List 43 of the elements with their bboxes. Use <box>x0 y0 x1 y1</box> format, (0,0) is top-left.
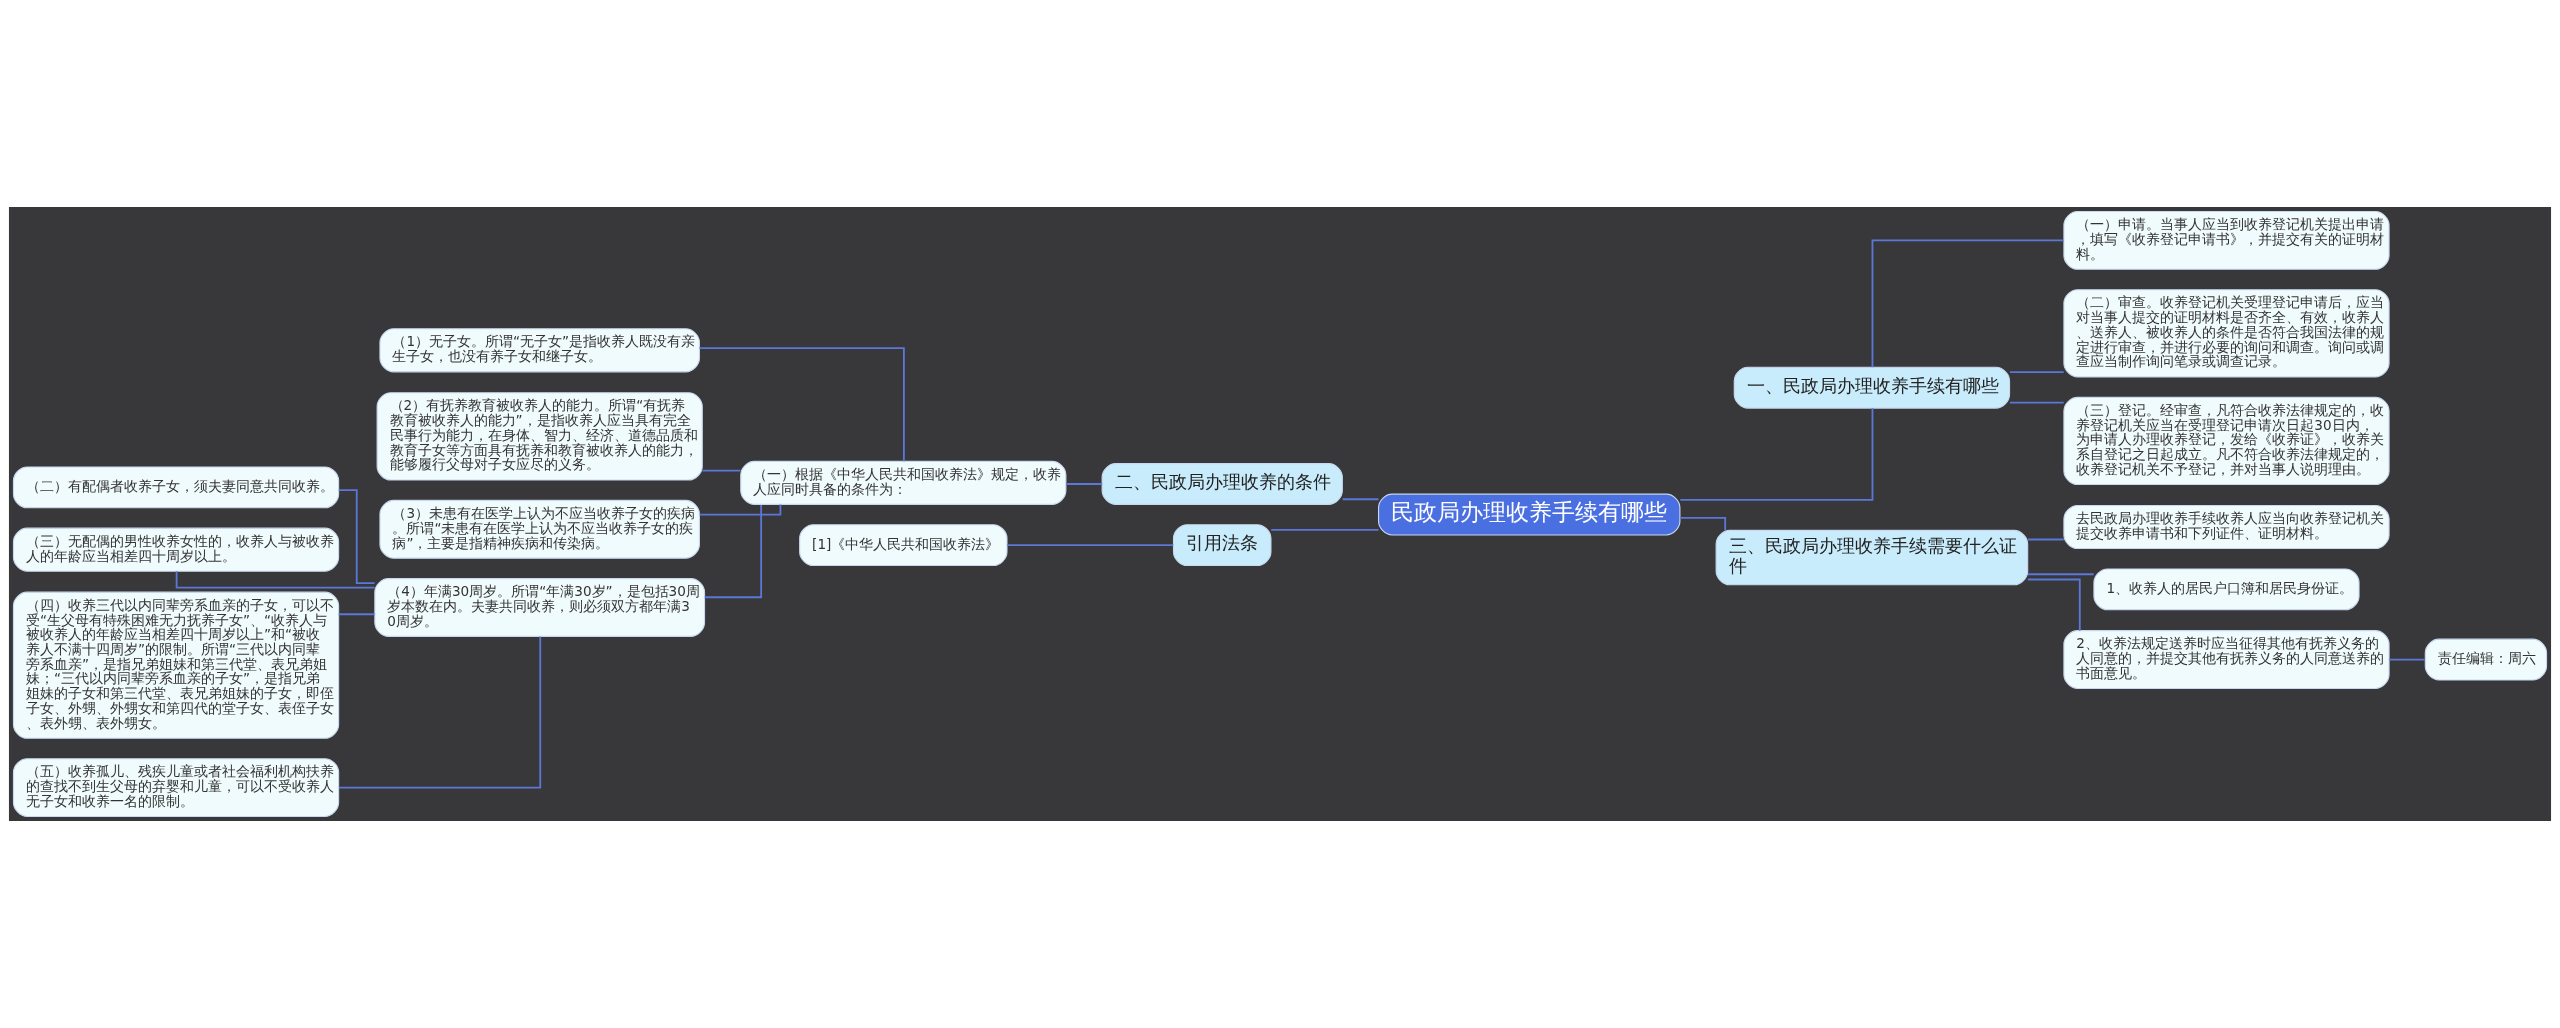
connector <box>701 469 742 472</box>
node-box: （二）审查。收养登记机关受理登记申请后，应当对当事人提交的证明材料是否齐全、有效，收养人、送养人、被收养人的条件是否符合我国法律的规定进行审查，并进行必要的询问和调查。询问或调查应当制作询问笔录或调查记录。 <box>2063 289 2390 378</box>
node-box: 责任编辑：周六 <box>2424 638 2548 681</box>
connector <box>1341 498 1380 501</box>
node-box: （三）无配偶的男性收养女性的，收养人与被收养人的年龄应当相差四十周岁以上。 <box>12 527 340 572</box>
node-box: （五）收养孤儿、残疾儿童或者社会福利机构扶养的查找不到生父母的弃婴和儿童，可以不受收养人无子女和收养一名的限制。 <box>12 758 340 818</box>
node-box: （3）未患有在医学上认为不应当收养子女的疾病。所谓“未患有在医学上认为不应当收养子女的疾病”，主要是指精神疾病和传染病。 <box>379 499 700 559</box>
node-box: 二、民政局办理收养的条件 <box>1101 463 1343 505</box>
node-box: （一）根据《中华人民共和国收养法》规定，收养人应同时具备的条件为： <box>740 460 1067 505</box>
node-box: 民政局办理收养手续有哪些 <box>1378 493 1681 536</box>
node-box: 2、收养法规定送养时应当征得其他有抚养义务的人同意的，并提交其他有抚养义务的人同意送养的书面意见。 <box>2063 630 2390 690</box>
connector <box>703 504 763 599</box>
connector <box>337 489 376 584</box>
connector <box>1679 407 1874 501</box>
node-box: （一）申请。当事人应当到收养登记机关提出申请，填写《收养登记申请书》，并提交有关的证明材料。 <box>2063 210 2390 270</box>
node-box: （二）有配偶者收养子女，须夫妻同意共同收养。 <box>12 466 340 509</box>
node-box: 1、收养人的居民户口簿和居民身份证。 <box>2093 568 2360 611</box>
connector <box>338 635 542 789</box>
connector <box>1065 483 1103 485</box>
connector <box>2009 371 2065 373</box>
connector <box>1006 544 1175 547</box>
connector <box>2026 578 2081 632</box>
connector <box>1871 239 2065 369</box>
node-box: 引用法条 <box>1172 524 1272 567</box>
connector <box>175 570 376 589</box>
node-box: （4）年满30周岁。所谓“年满30岁”，是包括30周岁本数在内。夫妻共同收养，则必须双方都年满30周岁。 <box>374 578 706 637</box>
node-box: 三、民政局办理收养手续需要什么证件 <box>1715 529 2029 586</box>
connector <box>2027 538 2065 541</box>
node-box: 去民政局办理收养手续收养人应当向收养登记机关提交收养申请书和下列证件、证明材料。 <box>2063 504 2390 550</box>
connector <box>2027 573 2095 576</box>
connector <box>698 347 905 463</box>
connector <box>1270 528 1380 531</box>
connector <box>1679 517 1727 531</box>
node-box: （三）登记。经审查，凡符合收养法律规定的，收养登记机关应当在受理登记申请次日起30日内，为申请人办理收养登记，发给《收养证》，收养关系自登记之日起成立。凡不符合收养法律规定的，收养登记机关不予登记，并对当事人说明理由。 <box>2063 396 2390 486</box>
node-box: （1）无子女。所谓“无子女”是指收养人既没有亲生子女，也没有养子女和继子女。 <box>379 328 700 373</box>
connector <box>2009 401 2065 404</box>
connector <box>2388 658 2426 661</box>
node-box: （2）有抚养教育被收养人的能力。所谓“有抚养教育被收养人的能力”，是指收养人应当具有完全民事行为能力，在身体、智力、经济、道德品质和教育子女等方面具有抚养和教育被收养人的能力，能够履行父母对子女应尽的义务。 <box>376 392 703 481</box>
node-box: 一、民政局办理收养手续有哪些 <box>1733 366 2011 409</box>
connector <box>698 503 782 516</box>
node-box: （四）收养三代以内同辈旁系血亲的子女，可以不受“生父母有特殊困难无力抚养子女”、“收养人与被收养人的年龄应当相差四十周岁以上”和“被收养人不满十四周岁”的限制。所谓“三代以内同辈旁系血亲”，是指兄弟姐妹和第三代堂、表兄弟姐妹；“三代以内同辈旁系血亲的子女”，是指兄弟姐妹的子女和第三代堂、表兄弟姐妹的子女，即侄子女、外甥、外甥女和第四代的堂子女、表侄子女、表外甥、表外甥女。 <box>12 591 340 739</box>
node-box: [1]《中华人民共和国收养法》 <box>799 524 1008 567</box>
connector <box>337 613 376 616</box>
